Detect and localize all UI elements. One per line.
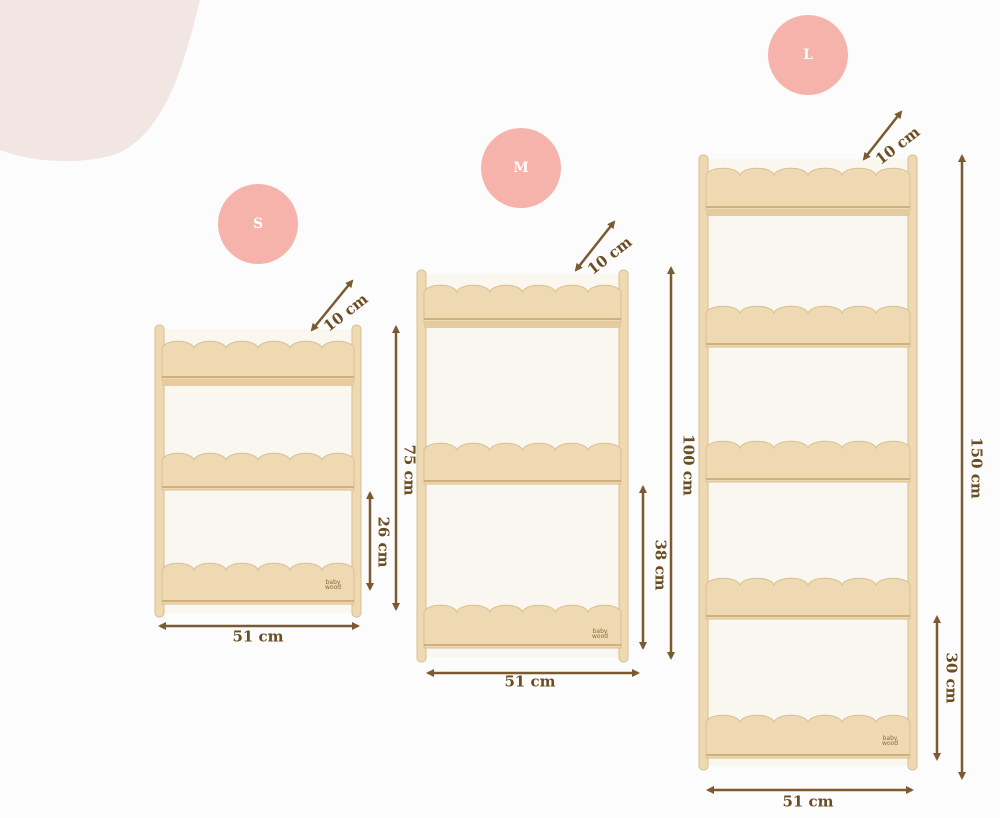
shelf-board — [705, 167, 911, 211]
badge-l-label: L — [803, 47, 813, 63]
shelf-board — [423, 604, 622, 649]
shelf-unit-2 — [698, 154, 918, 771]
shelf-board — [705, 440, 911, 483]
m-height-label: 100 cm — [679, 434, 698, 496]
badge-s-label: S — [252, 216, 264, 232]
l-shelf-gap-label: 30 cm — [942, 652, 961, 704]
size-badge-m: M — [481, 128, 561, 208]
l-height-label: 150 cm — [967, 437, 986, 499]
shelf-board — [423, 442, 622, 485]
shelf-board — [705, 305, 911, 348]
background-blob — [0, 0, 200, 162]
s-depth-arrow — [310, 279, 354, 332]
m-width-label: 51 cm — [504, 672, 556, 691]
s-width-label: 51 cm — [232, 627, 284, 646]
shelves — [154, 154, 918, 771]
dimension-arrows — [158, 110, 966, 794]
l-width-label: 51 cm — [782, 792, 834, 811]
shelf-board — [423, 284, 622, 323]
size-badge-l: L — [768, 15, 848, 95]
shelf-board — [161, 340, 355, 381]
shelf-board — [161, 452, 355, 491]
top-bar — [162, 380, 354, 386]
s-height-label: 75 cm — [400, 444, 419, 496]
top-bar — [424, 322, 621, 328]
shelf-board — [161, 562, 355, 605]
shelf-board — [705, 714, 911, 759]
m-depth-arrow — [574, 220, 616, 272]
m-shelf-gap-label: 38 cm — [651, 539, 670, 591]
shelf-board — [705, 577, 911, 620]
shelf-unit-0 — [154, 324, 362, 618]
size-badge-s: S — [218, 184, 298, 264]
top-bar — [706, 210, 910, 216]
badge-m-label: M — [513, 160, 529, 176]
l-depth-arrow — [862, 110, 903, 161]
shelf-unit-1 — [416, 269, 629, 663]
s-shelf-gap-label: 26 cm — [374, 516, 393, 568]
